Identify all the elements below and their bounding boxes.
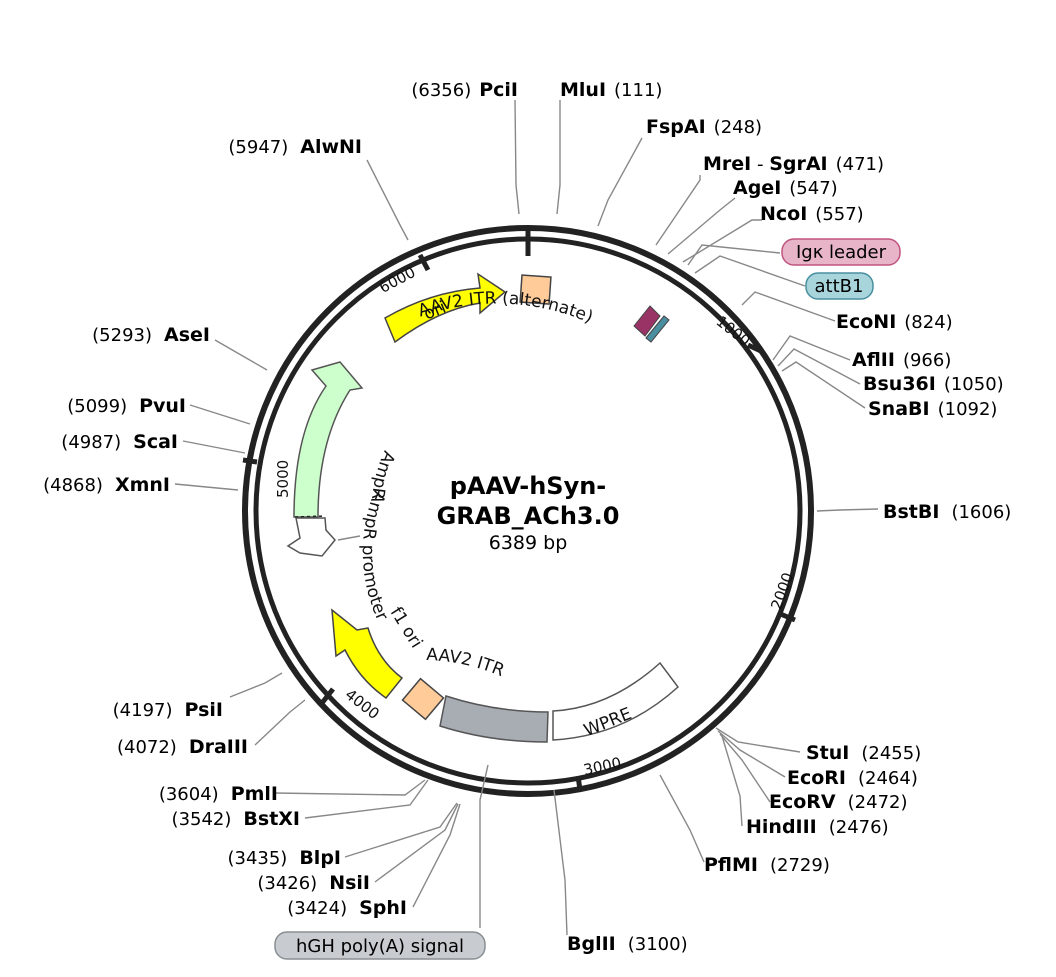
backbone-outer [242, 225, 814, 797]
site-psii[interactable]: (4197)PsiI [113, 699, 223, 721]
site-pcii[interactable]: (6356)PciI [411, 79, 518, 101]
ampr-boundary [294, 515, 326, 518]
site-bsu36i[interactable]: Bsu36I(1050) [863, 373, 1004, 395]
hgh-polya-box[interactable] [274, 931, 486, 960]
ampr-promoter-label: AmpR promoter [358, 488, 392, 623]
site-draiii[interactable]: (4072)DraIII [117, 736, 248, 758]
site-sphi[interactable]: (3424)SphI [287, 897, 407, 919]
site-bglii[interactable]: BglII(3100) [567, 933, 688, 955]
site-scai[interactable]: (4987)ScaI [61, 431, 178, 453]
site-blpi[interactable]: (3435)BlpI [227, 847, 341, 869]
site-ecori[interactable]: EcoRI(2464) [787, 767, 918, 789]
igk-leader-box[interactable] [781, 238, 901, 266]
site-aflii[interactable]: AflII(966) [852, 349, 951, 371]
ampr-promoter-arrow [286, 517, 336, 557]
attb1-box[interactable] [805, 272, 874, 300]
site-hindiii[interactable]: HindIII(2476) [746, 816, 889, 838]
attb1-text: attB1 [815, 276, 864, 297]
site-snabi[interactable]: SnaBI(1092) [868, 398, 997, 420]
site-pflmi[interactable]: PflMI(2729) [704, 854, 830, 876]
site-econi[interactable]: EcoNI(824) [836, 311, 953, 333]
ampr-arrow [293, 361, 364, 518]
hgh-polya-text: hGH poly(A) signal [296, 936, 464, 957]
site-xmni[interactable]: (4868)XmnI [43, 474, 170, 496]
site-bstxi[interactable]: (3542)BstXI [172, 808, 300, 830]
plasmid-name-line2: GRAB_ACh3.0 [437, 502, 620, 530]
site-ncoi[interactable]: NcoI(557) [760, 203, 864, 225]
site-ecorv[interactable]: EcoRV(2472) [769, 791, 908, 813]
site-alwni[interactable]: (5947)AlwNI [228, 136, 362, 158]
site-leader-lines [174, 99, 879, 936]
itr-alt-box [519, 274, 552, 305]
tick-marks [242, 230, 796, 791]
site-mrei-sgrai[interactable]: MreI - SgrAI(471) [703, 153, 884, 175]
site-fspai[interactable]: FspAI(248) [646, 116, 762, 138]
itr-label: AAV2 ITR [426, 645, 508, 681]
igk-leader-marker [633, 305, 661, 337]
site-agei[interactable]: AgeI(547) [733, 177, 838, 199]
hgh-polya-segment [439, 695, 549, 743]
tick-label-5000: 5000 [274, 460, 292, 498]
site-nsii[interactable]: (3426)NsiI [257, 872, 370, 894]
igk-leader-text: Igκ leader [796, 242, 887, 263]
wpre-segment [552, 661, 680, 741]
site-stui[interactable]: StuI(2455) [806, 742, 921, 764]
tick-label-3000: 3000 [582, 754, 623, 780]
itr-box [401, 677, 445, 721]
site-pmli[interactable]: (3604)PmlI [159, 783, 278, 805]
attb1-marker [645, 315, 670, 343]
ampr-promoter-leader [337, 535, 361, 541]
site-pvui[interactable]: (5099)PvuI [67, 395, 186, 417]
plasmid-name-line1: pAAV-hSyn- [450, 472, 607, 500]
site-asei[interactable]: (5293)AseI [92, 324, 210, 346]
f1-ori-label: f1 ori [386, 604, 426, 652]
plasmid-size: 6389 bp [489, 532, 568, 554]
site-bstbi[interactable]: BstBI(1606) [883, 501, 1011, 523]
f1-ori-arrow [331, 608, 404, 700]
ori-arrow [384, 272, 507, 344]
site-mlui[interactable]: MluI(111) [560, 79, 662, 101]
